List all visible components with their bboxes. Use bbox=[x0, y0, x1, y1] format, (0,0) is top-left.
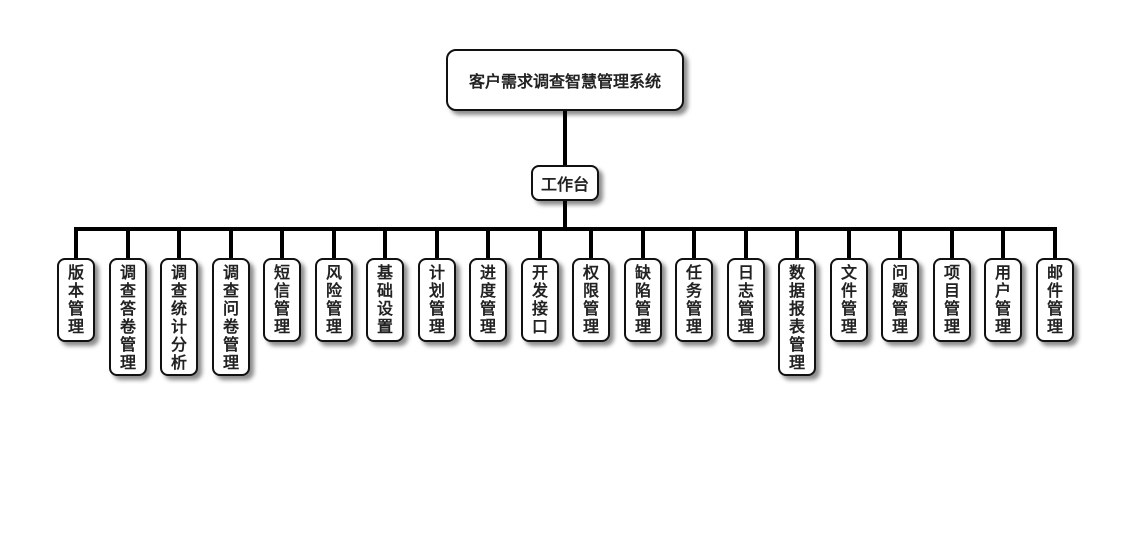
module-node: 计划管理 bbox=[418, 258, 456, 342]
module-label: 调查答卷管理 bbox=[119, 263, 136, 372]
connector-module bbox=[1001, 229, 1005, 258]
hub-node: 工作台 bbox=[531, 165, 599, 201]
module-label: 进度管理 bbox=[479, 263, 496, 336]
module-label: 开发接口 bbox=[531, 263, 548, 336]
connector-module bbox=[280, 229, 284, 258]
module-node: 短信管理 bbox=[263, 258, 301, 342]
module-node: 缺陷管理 bbox=[624, 258, 662, 342]
module-node: 开发接口 bbox=[521, 258, 559, 342]
module-label: 问题管理 bbox=[891, 263, 908, 336]
connector-root-hub bbox=[563, 111, 567, 165]
connector-module bbox=[486, 229, 490, 258]
connector-module bbox=[1053, 229, 1057, 258]
module-label: 缺陷管理 bbox=[634, 263, 651, 336]
connector-module bbox=[795, 229, 799, 258]
module-node: 调查问卷管理 bbox=[212, 258, 250, 376]
module-label: 任务管理 bbox=[685, 263, 702, 336]
connector-module bbox=[847, 229, 851, 258]
module-node: 日志管理 bbox=[727, 258, 765, 342]
module-label: 文件管理 bbox=[840, 263, 857, 336]
module-label: 短信管理 bbox=[273, 263, 290, 336]
module-label: 调查问卷管理 bbox=[222, 263, 239, 372]
module-node: 风险管理 bbox=[315, 258, 353, 342]
module-label: 权限管理 bbox=[582, 263, 599, 336]
module-node: 权限管理 bbox=[572, 258, 610, 342]
module-label: 调查统计分析 bbox=[170, 263, 187, 372]
module-node: 问题管理 bbox=[881, 258, 919, 342]
connector-module bbox=[74, 229, 78, 258]
connector-horizontal-bar bbox=[74, 227, 1057, 231]
module-node: 文件管理 bbox=[830, 258, 868, 342]
module-node: 基础设置 bbox=[366, 258, 404, 342]
connector-module bbox=[744, 229, 748, 258]
module-node: 任务管理 bbox=[675, 258, 713, 342]
root-label: 客户需求调查智慧管理系统 bbox=[468, 72, 661, 91]
module-node: 进度管理 bbox=[469, 258, 507, 342]
module-label: 数据报表管理 bbox=[788, 263, 805, 372]
module-node: 用户管理 bbox=[984, 258, 1022, 342]
module-label: 项目管理 bbox=[943, 263, 960, 336]
module-label: 邮件管理 bbox=[1046, 263, 1063, 336]
connector-module bbox=[229, 229, 233, 258]
connector-module bbox=[950, 229, 954, 258]
module-label: 风险管理 bbox=[325, 263, 342, 336]
connector-module bbox=[692, 229, 696, 258]
connector-module bbox=[898, 229, 902, 258]
module-label: 日志管理 bbox=[737, 263, 754, 336]
hub-label: 工作台 bbox=[540, 175, 589, 194]
module-node: 版本管理 bbox=[57, 258, 95, 342]
module-label: 用户管理 bbox=[994, 263, 1011, 336]
module-label: 基础设置 bbox=[376, 263, 393, 336]
connector-hub-bar bbox=[563, 201, 567, 229]
module-node: 项目管理 bbox=[933, 258, 971, 342]
connector-module bbox=[126, 229, 130, 258]
connector-module bbox=[383, 229, 387, 258]
module-node: 调查统计分析 bbox=[160, 258, 198, 376]
connector-module bbox=[589, 229, 593, 258]
root-node: 客户需求调查智慧管理系统 bbox=[446, 49, 684, 111]
connector-module bbox=[177, 229, 181, 258]
connector-module bbox=[641, 229, 645, 258]
module-node: 数据报表管理 bbox=[778, 258, 816, 376]
connector-module bbox=[538, 229, 542, 258]
module-label: 计划管理 bbox=[428, 263, 445, 336]
module-node: 邮件管理 bbox=[1036, 258, 1074, 342]
module-node: 调查答卷管理 bbox=[109, 258, 147, 376]
connector-module bbox=[435, 229, 439, 258]
module-label: 版本管理 bbox=[67, 263, 84, 336]
connector-module bbox=[332, 229, 336, 258]
